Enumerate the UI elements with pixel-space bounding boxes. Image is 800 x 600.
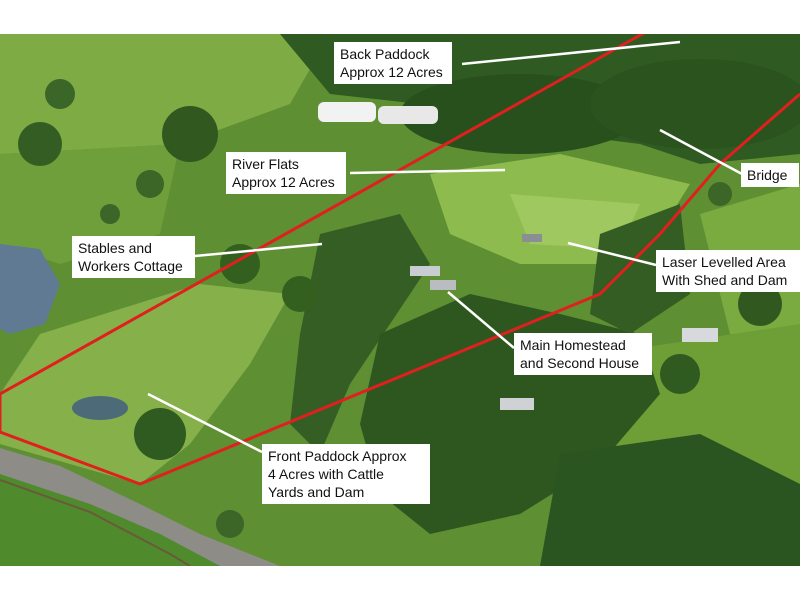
front-paddock-grass (0, 284, 290, 484)
label-stables: Stables and Workers Cottage (72, 236, 195, 278)
label-river-flats: River Flats Approx 12 Acres (226, 152, 346, 194)
tree (282, 276, 318, 312)
tree (134, 408, 186, 460)
boundary-line-top (0, 34, 646, 396)
leader-front-paddock (147, 392, 263, 454)
tree-line-right (590, 204, 690, 334)
tree (162, 106, 218, 162)
tree (136, 170, 164, 198)
tree (18, 122, 62, 166)
tree-line (290, 214, 430, 454)
second-house-roof (430, 280, 456, 290)
greenhouse (318, 102, 376, 122)
forest-clump (590, 59, 800, 149)
dam-left (0, 244, 60, 334)
stables-roof (522, 234, 542, 242)
forest-clump (400, 74, 640, 154)
tree-cluster-bottom (540, 434, 800, 566)
aerial-photo: Back Paddock Approx 12 Acres River Flats… (0, 34, 800, 566)
label-back-paddock: Back Paddock Approx 12 Acres (334, 42, 452, 84)
tree (738, 282, 782, 326)
leader-bridge (659, 128, 743, 176)
pasture-top-left (0, 34, 330, 154)
leader-river-flats (349, 168, 506, 175)
tree (708, 182, 732, 206)
tree (100, 204, 120, 224)
leader-laser-levelled (567, 241, 657, 267)
boundary-line-bottom (0, 92, 800, 486)
tree (45, 79, 75, 109)
homestead-roof (410, 266, 440, 276)
label-front-paddock: Front Paddock Approx 4 Acres with Cattle… (262, 444, 430, 504)
dam-front (72, 396, 128, 420)
label-laser-levelled: Laser Levelled Area With Shed and Dam (656, 250, 800, 292)
leader-stables (194, 242, 323, 258)
tree (216, 510, 244, 538)
road (0, 448, 280, 566)
pasture-left (0, 144, 180, 264)
tree (660, 354, 700, 394)
shed-roof (682, 328, 718, 342)
fence (0, 479, 191, 566)
leader-back-paddock (461, 40, 681, 66)
label-bridge: Bridge (741, 163, 799, 187)
leader-main-homestead (447, 291, 515, 349)
house-roof (500, 398, 534, 410)
label-main-homestead: Main Homestead and Second House (514, 333, 652, 375)
greenhouse (378, 106, 438, 124)
